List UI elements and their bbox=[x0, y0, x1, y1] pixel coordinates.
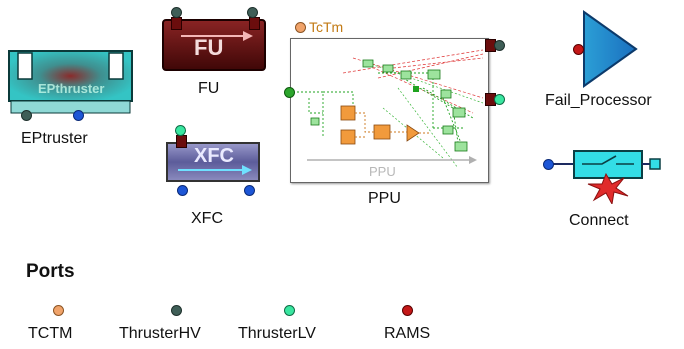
fu-right-connector bbox=[249, 17, 260, 30]
legend-tctm-icon bbox=[53, 305, 64, 316]
fu-hv-port-right[interactable] bbox=[247, 7, 258, 18]
xfc-bottom-port-left[interactable] bbox=[177, 185, 188, 196]
fu-label: FU bbox=[198, 80, 220, 97]
xfc-bottom-port-right[interactable] bbox=[244, 185, 255, 196]
fail-processor-label: Fail_Processor bbox=[545, 92, 652, 109]
xfc-icon bbox=[166, 142, 260, 182]
epthruster-lv-port[interactable] bbox=[73, 110, 84, 121]
fail-processor-rams-port[interactable] bbox=[573, 44, 584, 55]
xfc-block[interactable]: XFC bbox=[166, 124, 260, 201]
epthruster-hv-port[interactable] bbox=[21, 110, 32, 121]
epthruster-icon bbox=[8, 50, 133, 114]
fail-processor-triangle-icon bbox=[583, 10, 638, 88]
connect-input-port[interactable] bbox=[543, 159, 554, 170]
xfc-top-connector bbox=[176, 135, 187, 148]
ppu-block[interactable]: TcTm PPU bbox=[283, 18, 505, 184]
legend-rams-icon bbox=[402, 305, 413, 316]
xfc-lv-port[interactable] bbox=[175, 125, 186, 136]
legend-thrusterlv-label: ThrusterLV bbox=[238, 325, 316, 342]
ppu-label: PPU bbox=[368, 190, 401, 207]
connect-icon bbox=[552, 150, 661, 204]
legend-thrusterhv-label: ThrusterHV bbox=[119, 325, 201, 342]
ppu-icon-text: PPU bbox=[369, 164, 396, 179]
epthruster-block[interactable]: EPthruster bbox=[8, 50, 133, 121]
epthruster-label: EPtruster bbox=[21, 130, 88, 147]
ppu-input-port[interactable] bbox=[284, 87, 295, 98]
fail-processor-block[interactable] bbox=[568, 10, 640, 90]
xfc-icon-text: XFC bbox=[194, 145, 234, 167]
fu-icon-text: FU bbox=[194, 35, 224, 60]
xfc-label: XFC bbox=[191, 210, 223, 227]
fu-hv-port-left[interactable] bbox=[171, 7, 182, 18]
legend-thrusterlv-icon bbox=[284, 305, 295, 316]
ppu-hv-port[interactable] bbox=[494, 40, 505, 51]
legend-thrusterhv-icon bbox=[171, 305, 182, 316]
ppu-tctm-port[interactable] bbox=[295, 22, 306, 33]
epthruster-icon-text: EPthruster bbox=[38, 81, 105, 96]
ports-legend-title: Ports bbox=[26, 261, 75, 282]
ppu-lv-port[interactable] bbox=[494, 94, 505, 105]
fu-block[interactable]: FU bbox=[161, 6, 267, 72]
legend-tctm-label: TCTM bbox=[28, 325, 73, 342]
ppu-internal-diagram-icon bbox=[297, 49, 484, 169]
legend-rams-label: RAMS bbox=[384, 325, 431, 342]
fu-icon bbox=[162, 19, 266, 71]
connect-label: Connect bbox=[569, 212, 629, 229]
connect-block[interactable] bbox=[542, 144, 668, 204]
ppu-tctm-text: TcTm bbox=[309, 19, 344, 35]
fu-left-connector bbox=[171, 17, 182, 30]
